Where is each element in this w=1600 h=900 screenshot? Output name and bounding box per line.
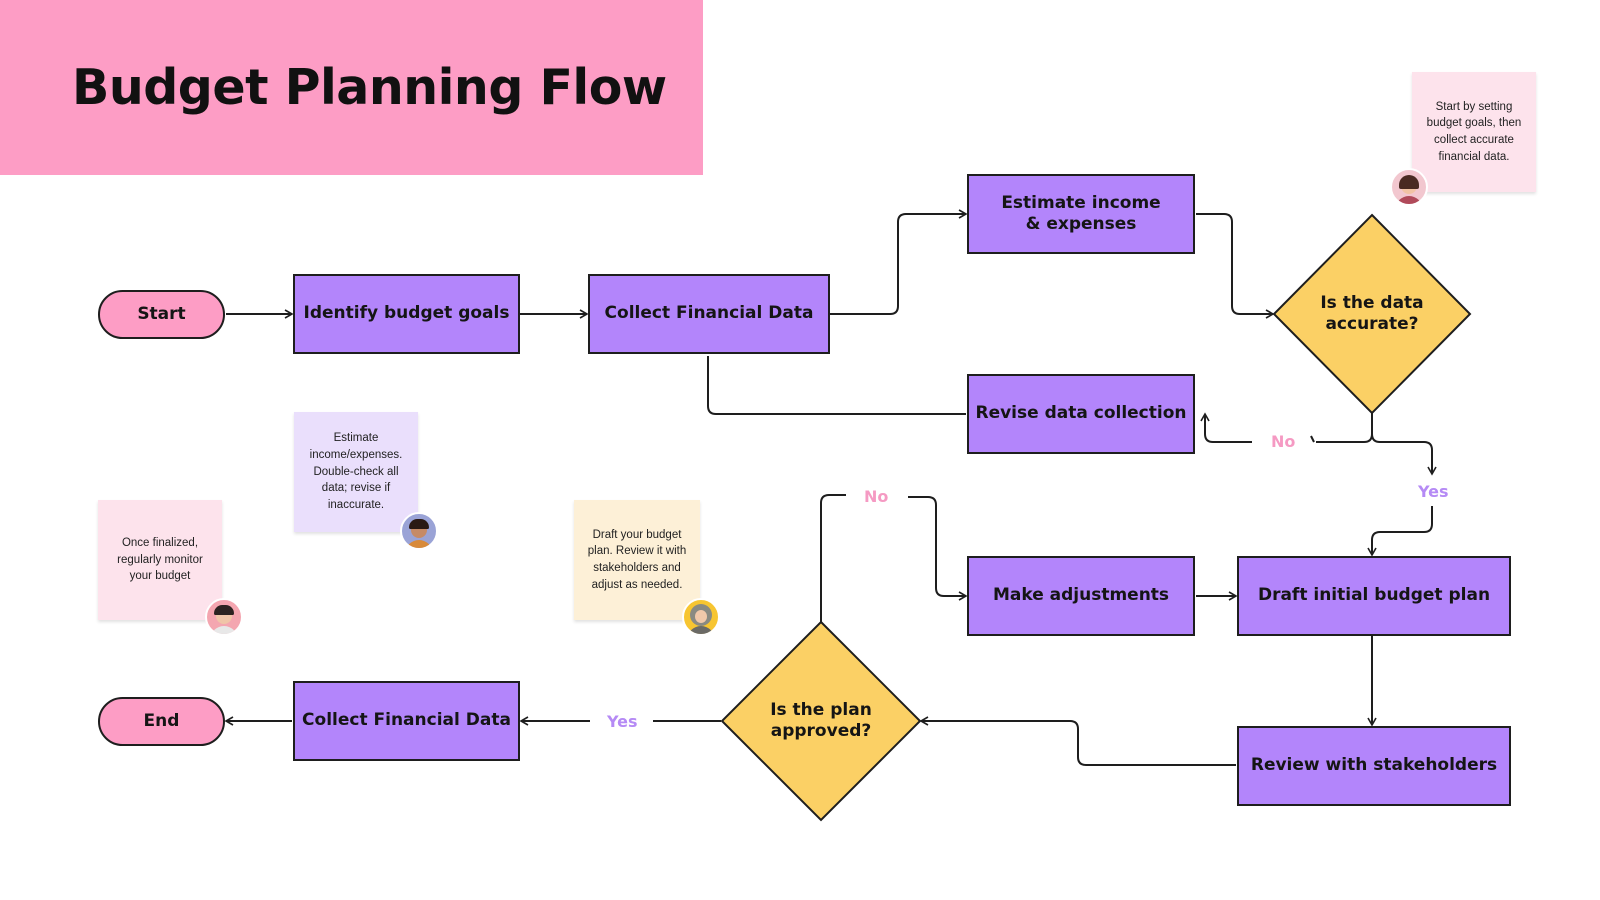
- plan-approved-label: Is the plan approved?: [770, 699, 872, 741]
- revise-box[interactable]: Revise data collection: [967, 374, 1195, 454]
- connector-no-revise: [1200, 412, 1252, 443]
- sticky-note-text: Draft your budget plan. Review it with s…: [587, 528, 687, 591]
- decision-diamond-plan: [720, 620, 922, 822]
- title-banner: Budget Planning Flow: [0, 0, 703, 175]
- plan-yes-label: Yes: [603, 712, 642, 731]
- hijab-woman-avatar: [682, 598, 720, 636]
- connector-collect-estimate: [830, 209, 968, 315]
- draft-plan-label: Draft initial budget plan: [1257, 585, 1491, 606]
- data-yes-label: Yes: [1414, 482, 1453, 501]
- connector-decision-yes: [1371, 433, 1437, 476]
- sticky-note-estimate: Estimate income/expenses. Double-check a…: [294, 412, 418, 532]
- young-man-avatar: [205, 598, 243, 636]
- sticky-note-text: Start by setting budget goals, then coll…: [1426, 100, 1522, 163]
- connector-revise-collect: [707, 356, 966, 415]
- decision-diamond-data: [1272, 213, 1472, 415]
- connector-yes-draft: [1367, 506, 1433, 557]
- sticky-note-draft: Draft your budget plan. Review it with s…: [574, 500, 700, 620]
- man-avatar: [400, 512, 438, 550]
- identify-goals-label: Identify budget goals: [303, 303, 510, 324]
- end-label: End: [143, 710, 180, 731]
- make-adjustments-label: Make adjustments: [992, 585, 1170, 606]
- draft-plan-box[interactable]: Draft initial budget plan: [1237, 556, 1511, 636]
- connector-no-tick: [1310, 435, 1315, 443]
- connector-decision-no: [1316, 413, 1373, 443]
- collect-data-final-label: Collect Financial Data: [302, 710, 511, 731]
- end-terminal[interactable]: End: [98, 697, 225, 746]
- sticky-note-text: Once finalized, regularly monitor your b…: [117, 536, 203, 583]
- data-accurate-label: Is the data accurate?: [1320, 292, 1424, 334]
- revise-label: Revise data collection: [975, 403, 1187, 424]
- data-accurate-decision[interactable]: Is the data accurate?: [1300, 284, 1444, 344]
- review-box[interactable]: Review with stakeholders: [1237, 726, 1511, 806]
- connector-review-decision: [919, 716, 1236, 766]
- plan-no-label: No: [860, 487, 893, 506]
- identify-goals-box[interactable]: Identify budget goals: [293, 274, 520, 354]
- collect-data-final-box[interactable]: Collect Financial Data: [293, 681, 520, 761]
- start-label: Start: [137, 303, 186, 324]
- data-no-label: No: [1267, 432, 1300, 451]
- connector-decision-plan-no: [820, 494, 846, 622]
- page-title: Budget Planning Flow: [72, 59, 667, 116]
- connector-estimate-decision: [1196, 213, 1275, 319]
- plan-approved-decision[interactable]: Is the plan approved?: [758, 691, 884, 751]
- sticky-note-monitor: Once finalized, regularly monitor your b…: [98, 500, 222, 620]
- connector-plan-no-adjust: [908, 496, 968, 601]
- start-terminal[interactable]: Start: [98, 290, 225, 339]
- collect-data-box[interactable]: Collect Financial Data: [588, 274, 830, 354]
- make-adjustments-box[interactable]: Make adjustments: [967, 556, 1195, 636]
- woman-avatar: [1390, 168, 1428, 206]
- estimate-box[interactable]: Estimate income & expenses: [967, 174, 1195, 254]
- sticky-note-start: Start by setting budget goals, then coll…: [1412, 72, 1536, 192]
- collect-data-label: Collect Financial Data: [604, 303, 814, 324]
- review-label: Review with stakeholders: [1250, 755, 1498, 776]
- estimate-label: Estimate income & expenses: [1001, 192, 1161, 234]
- sticky-note-text: Estimate income/expenses. Double-check a…: [309, 432, 403, 511]
